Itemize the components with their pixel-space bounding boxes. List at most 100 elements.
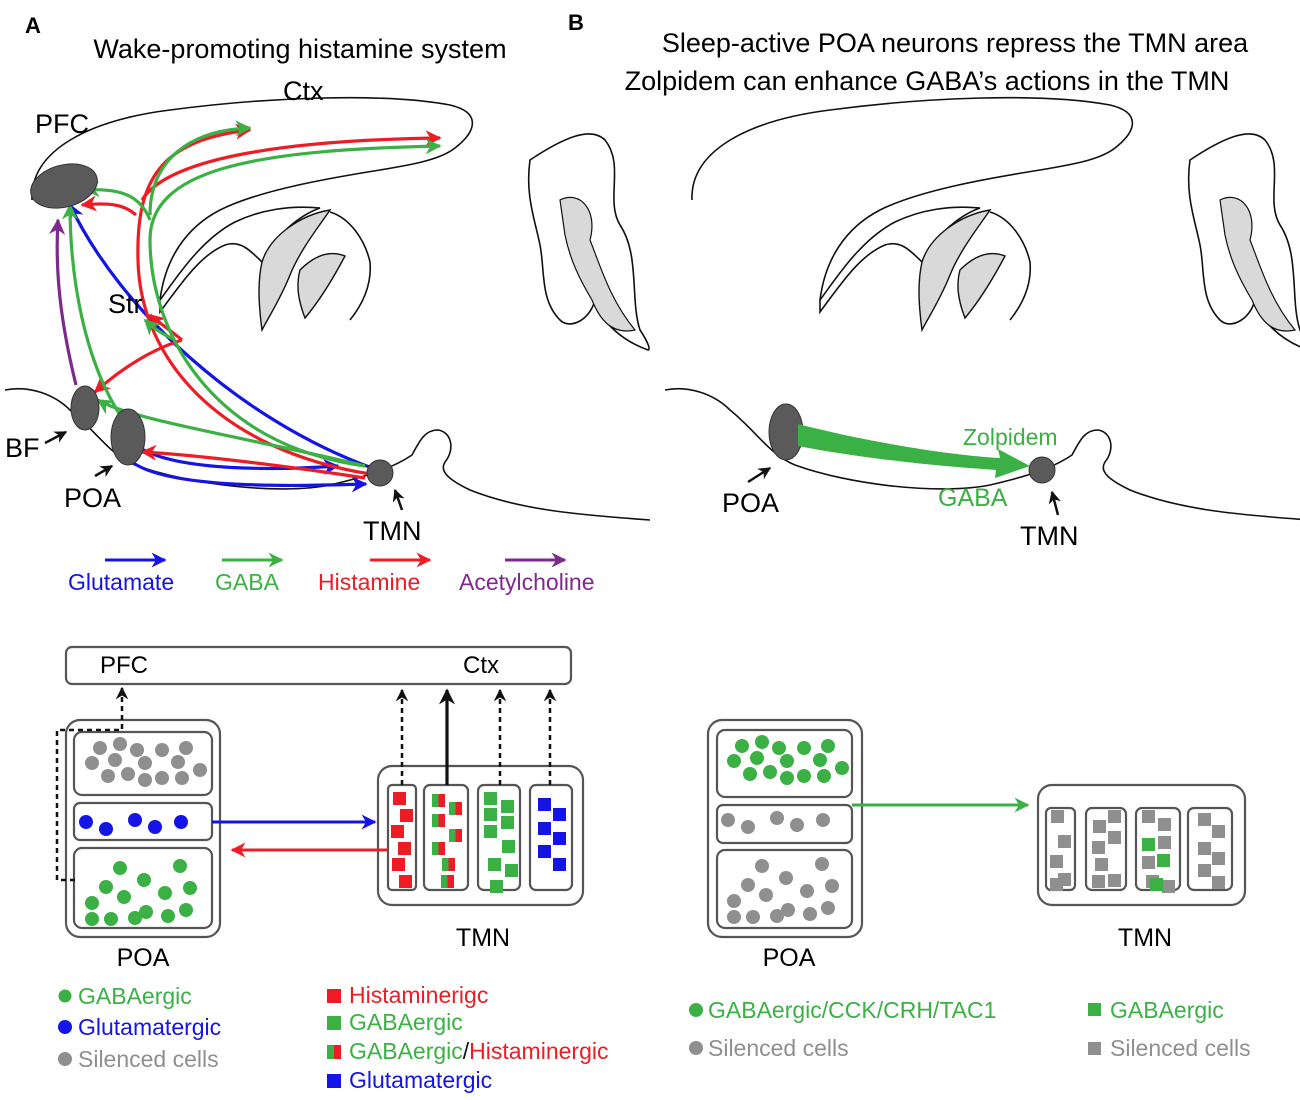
mixed-square-icon-green [327, 1045, 334, 1059]
poa-pointer-arrow [94, 464, 114, 478]
legend-mixed-sep: / [463, 1038, 470, 1064]
silenced-tmn-cell [1050, 878, 1063, 891]
gabaergic-tmn-cell [505, 864, 518, 877]
pfc-ctx-box [64, 645, 573, 686]
gabaergic-cell [85, 896, 99, 910]
glutamate-poa-to-tmn [139, 446, 340, 475]
gabaergic-tmn-cell [501, 800, 514, 813]
mixed-cell-gaba [432, 814, 439, 827]
active-gabaergic-cell [735, 739, 749, 753]
silenced-tmn-cell [1142, 810, 1155, 823]
silenced-cell [803, 907, 817, 921]
histamine-to-bf [93, 338, 183, 394]
silenced-cell [108, 753, 122, 767]
schematic-poa-label: POA [117, 944, 170, 972]
silenced-dot-icon [58, 1052, 72, 1066]
silenced-tmn-cell [1212, 876, 1225, 889]
glutamate-tmn-to-pfc [68, 203, 373, 470]
gabaergic-cell [161, 909, 175, 923]
active-gabaergic-cell [821, 739, 835, 753]
silenced-cell [179, 741, 193, 755]
glutamatergic-tmn-cell [538, 845, 551, 858]
legend-mixed-hist: Histaminergic [469, 1038, 608, 1064]
active-gabaergic-cell [780, 771, 794, 785]
silenced-cell [121, 767, 135, 781]
gaba-to-str [143, 318, 176, 342]
glutamatergic-cell [148, 820, 162, 834]
gabaergic-cell [158, 886, 172, 900]
silenced-cell [138, 756, 152, 770]
schematic-b: POA TMN [706, 718, 1247, 972]
silenced-tmn-cell [1050, 855, 1063, 868]
silenced-cell [130, 743, 144, 757]
cells-a [79, 737, 566, 926]
cell-legend-b: GABAergic/CCK/CRH/TAC1 Silenced cells GA… [689, 997, 1251, 1061]
histaminergic-cell [391, 825, 404, 838]
poa-pointer-arrow-b [747, 466, 772, 484]
active-gabaergic-cell [763, 765, 777, 779]
histamine-to-str [148, 313, 184, 342]
silenced-square-icon-b [1088, 1042, 1101, 1055]
silenced-tmn-cell [1108, 831, 1121, 844]
legend-mixed-gaba: GABAergic [349, 1038, 463, 1064]
silenced-cell [821, 901, 835, 915]
silenced-tmn-cell [1108, 810, 1121, 823]
legend-tmn-gabaergic-b: GABAergic [1110, 997, 1224, 1023]
cell-legend-a: GABAergic Glutamatergic Silenced cells H… [58, 982, 608, 1093]
silenced-cell [825, 879, 839, 893]
mixed-square-icon-red [334, 1045, 341, 1059]
silenced-tmn-cell [1051, 810, 1064, 823]
silenced-dot-icon-b [689, 1041, 703, 1055]
active-gabaergic-cell [750, 751, 764, 765]
silenced-cell [755, 859, 769, 873]
glutamatergic-tmn-cell [553, 808, 566, 821]
gabaergic-cell [99, 880, 113, 894]
gabaergic-cell [128, 911, 142, 925]
panel-b-letter: B [568, 10, 584, 35]
gaba-label-b: GABA [938, 484, 1008, 512]
glutamatergic-tmn-cell [553, 858, 566, 871]
silenced-cell [113, 737, 127, 751]
panel-b-title-line2: Zolpidem can enhance GABA’s actions in t… [625, 66, 1230, 96]
legend-tmn-silenced-b: Silenced cells [1110, 1035, 1251, 1061]
mixed-cell-gaba [432, 842, 439, 855]
active-gabaergic-cell [755, 735, 769, 749]
legend-poa-glutamatergic: Glutamatergic [78, 1014, 221, 1040]
silenced-cell [746, 910, 760, 924]
glutamate-poa-to-tmn-2 [131, 460, 368, 493]
active-gabaergic-cell [835, 761, 849, 775]
panel-a-letter: A [25, 13, 41, 38]
silenced-tmn-cell [1162, 880, 1175, 893]
silenced-tmn-cell [1108, 874, 1121, 887]
silenced-cell [727, 910, 741, 924]
cells-b [721, 735, 1225, 924]
gabaergic-tmn-cell [484, 792, 497, 805]
brain-outline-b [664, 96, 1300, 521]
histaminergic-cell [400, 809, 413, 822]
bf-pointer-arrow [44, 430, 68, 445]
active-gabaergic-cell [772, 741, 786, 755]
gabaergic-cell [117, 890, 131, 904]
legend-acetylcholine: Acetylcholine [459, 569, 595, 595]
tmn-nucleus [366, 459, 394, 487]
gabaergic-tmn-cell [488, 858, 501, 871]
silenced-tmn-cell [1198, 864, 1211, 877]
gabaergic-tmn-cell [1142, 838, 1155, 851]
silenced-tmn-cell [1092, 875, 1105, 888]
legend-poa-gabaergic-b: GABAergic/CCK/CRH/TAC1 [708, 997, 996, 1023]
gabaergic-cell [85, 912, 99, 926]
gabaergic-tmn-cell [501, 816, 514, 829]
pathways-a [49, 120, 442, 493]
active-gabaergic-cell [817, 769, 831, 783]
silenced-cell [759, 888, 773, 902]
silenced-tmn-cell [1212, 825, 1225, 838]
schematic-ctx-label: Ctx [463, 652, 499, 679]
poa-to-pfc-dashed-arrow [55, 686, 129, 882]
acetylcholine-bf-to-pfc [49, 218, 78, 386]
mixed-cell-gaba [449, 802, 456, 815]
gabaergic-tmn-cell [490, 880, 503, 893]
silenced-cell [779, 871, 793, 885]
glutamatergic-dot-icon [58, 1020, 72, 1034]
panel-a-title: Wake-promoting histamine system [93, 34, 506, 64]
gabaergic-cell [113, 861, 127, 875]
